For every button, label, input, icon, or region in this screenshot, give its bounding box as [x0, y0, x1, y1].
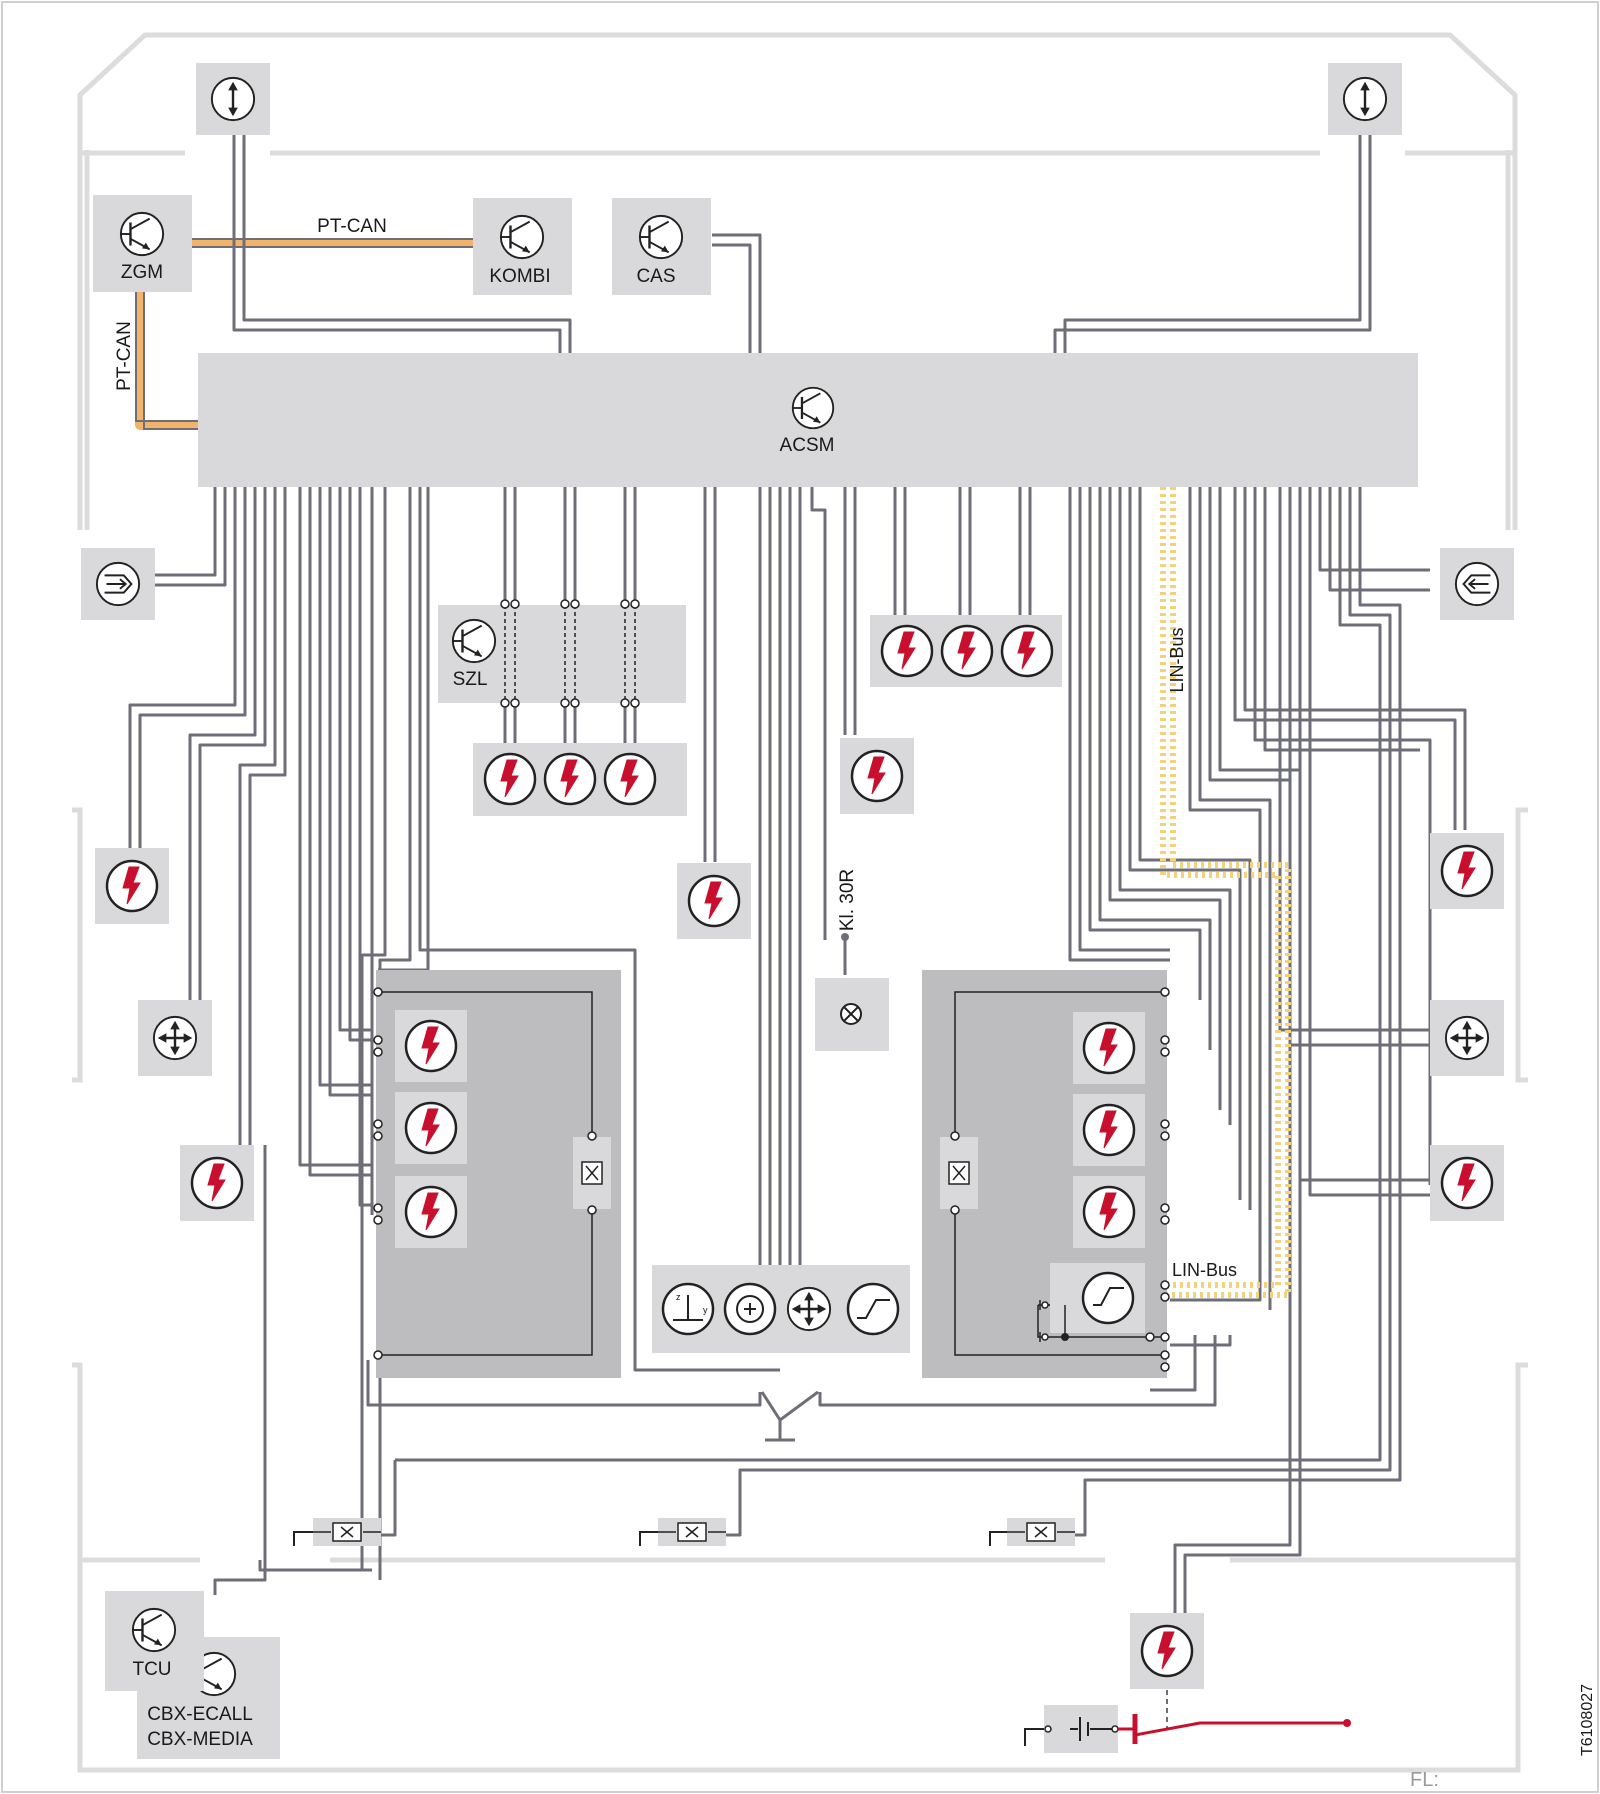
airbag-igniter-icon — [1440, 1156, 1494, 1210]
airbag-igniter-icon — [1082, 1185, 1136, 1239]
svg-text:KOMBI: KOMBI — [489, 266, 550, 287]
arrow-cross-icon — [786, 1286, 832, 1332]
ground-icon — [293, 1531, 313, 1546]
seat-occupancy-icon — [1081, 1271, 1135, 1325]
pt-can-label-horizontal: PT-CAN — [317, 216, 387, 237]
pt-can-label-vertical: PT-CAN — [114, 321, 135, 391]
airbag-igniter-icon — [543, 752, 597, 806]
steering-airbag-group — [473, 743, 687, 816]
lin-bus-label-vertical: LIN-Bus — [1167, 627, 1187, 692]
ground-icon — [639, 1531, 658, 1546]
ground-icon — [989, 1531, 1007, 1546]
right-side-airbag-front — [1430, 833, 1504, 909]
ground-fuse-right — [989, 1518, 1075, 1546]
svg-text:ZGM: ZGM — [121, 262, 163, 283]
airbag-igniter-icon — [1140, 1624, 1194, 1678]
left-side-airbag-front — [95, 848, 169, 924]
pt-can-bus — [135, 238, 473, 430]
right-b-pillar-sensor — [1430, 1000, 1504, 1076]
airbag-igniter-icon — [687, 874, 741, 928]
arrow-cross-icon — [1444, 1015, 1490, 1061]
airbag-igniter-icon — [105, 859, 159, 913]
svg-text:CBX-MEDIA: CBX-MEDIA — [147, 1729, 253, 1750]
figure-id: T6108027 — [1579, 1684, 1596, 1756]
svg-text:z: z — [676, 1292, 681, 1302]
left-door-pressure-sensor — [81, 548, 155, 620]
airbag-igniter-icon — [404, 1185, 458, 1239]
airbag-igniter-icon — [1440, 844, 1494, 898]
airbag-igniter-icon — [850, 749, 904, 803]
knee-airbag-right — [840, 738, 914, 814]
arrow-cross-icon — [152, 1015, 198, 1061]
airbag-igniter-icon — [1000, 624, 1054, 678]
right-door-pressure-sensor — [1440, 548, 1514, 620]
lin-bus-label-horizontal: LIN-Bus — [1172, 1260, 1237, 1280]
battery-safety-terminal — [1024, 1613, 1351, 1753]
arrow-out-icon — [1454, 561, 1500, 607]
svg-text:TCU: TCU — [132, 1659, 171, 1680]
arrow-vertical-icon — [1342, 76, 1388, 122]
zgm-module: ZGM — [93, 195, 192, 292]
acsm-module: ACSM — [198, 353, 1418, 487]
svg-text:CAS: CAS — [636, 266, 675, 287]
left-b-pillar-sensor — [138, 1000, 212, 1076]
front-right-up-sensor — [1328, 63, 1402, 135]
airbag-igniter-icon — [1082, 1021, 1136, 1075]
fl-label: FL: — [1410, 1769, 1439, 1791]
airbag-igniter-icon — [483, 752, 537, 806]
svg-text:CBX-ECALL: CBX-ECALL — [147, 1704, 253, 1725]
fuse-icon — [1007, 1518, 1075, 1546]
knee-airbag-left — [677, 863, 751, 939]
acsm-sensor-cluster: zy — [652, 1265, 910, 1353]
battery-icon — [1024, 1717, 1115, 1746]
left-seat — [373, 970, 621, 1378]
airbag-igniter-icon — [190, 1156, 244, 1210]
airbag-igniter-icon — [404, 1019, 458, 1073]
ground-fuse-center — [639, 1518, 726, 1546]
fuse-icon — [658, 1518, 726, 1546]
right-seat — [922, 970, 1170, 1378]
passenger-airbag-group — [870, 615, 1062, 687]
szl-module: SZL — [438, 599, 686, 708]
svg-text:y: y — [703, 1305, 708, 1315]
left-side-airbag-rear — [180, 1145, 254, 1221]
right-side-airbag-rear — [1430, 1145, 1504, 1221]
kombi-module: KOMBI — [473, 198, 572, 295]
seat-occupancy-icon — [846, 1282, 900, 1336]
kl30r-lamp: Kl. 30R — [815, 869, 889, 1051]
kl30r-label: Kl. 30R — [837, 869, 858, 931]
cas-module: CAS — [612, 198, 711, 295]
arrow-vertical-icon — [210, 76, 256, 122]
vehicle-outline — [72, 32, 1528, 1773]
wiring-harness — [128, 135, 1467, 1615]
fuse-icon — [313, 1518, 381, 1546]
svg-text:SZL: SZL — [453, 669, 488, 690]
ground-fuse-left — [293, 1518, 381, 1546]
airbag-igniter-icon — [603, 752, 657, 806]
tcu-module: TCU — [105, 1591, 204, 1691]
lin-bus — [1160, 487, 1291, 1298]
arrow-in-icon — [95, 561, 141, 607]
airbag-igniter-icon — [1082, 1103, 1136, 1157]
airbag-igniter-icon — [940, 624, 994, 678]
front-left-up-sensor — [196, 63, 270, 135]
airbag-igniter-icon — [880, 624, 934, 678]
airbag-igniter-icon — [404, 1101, 458, 1155]
svg-text:ACSM: ACSM — [780, 435, 835, 456]
